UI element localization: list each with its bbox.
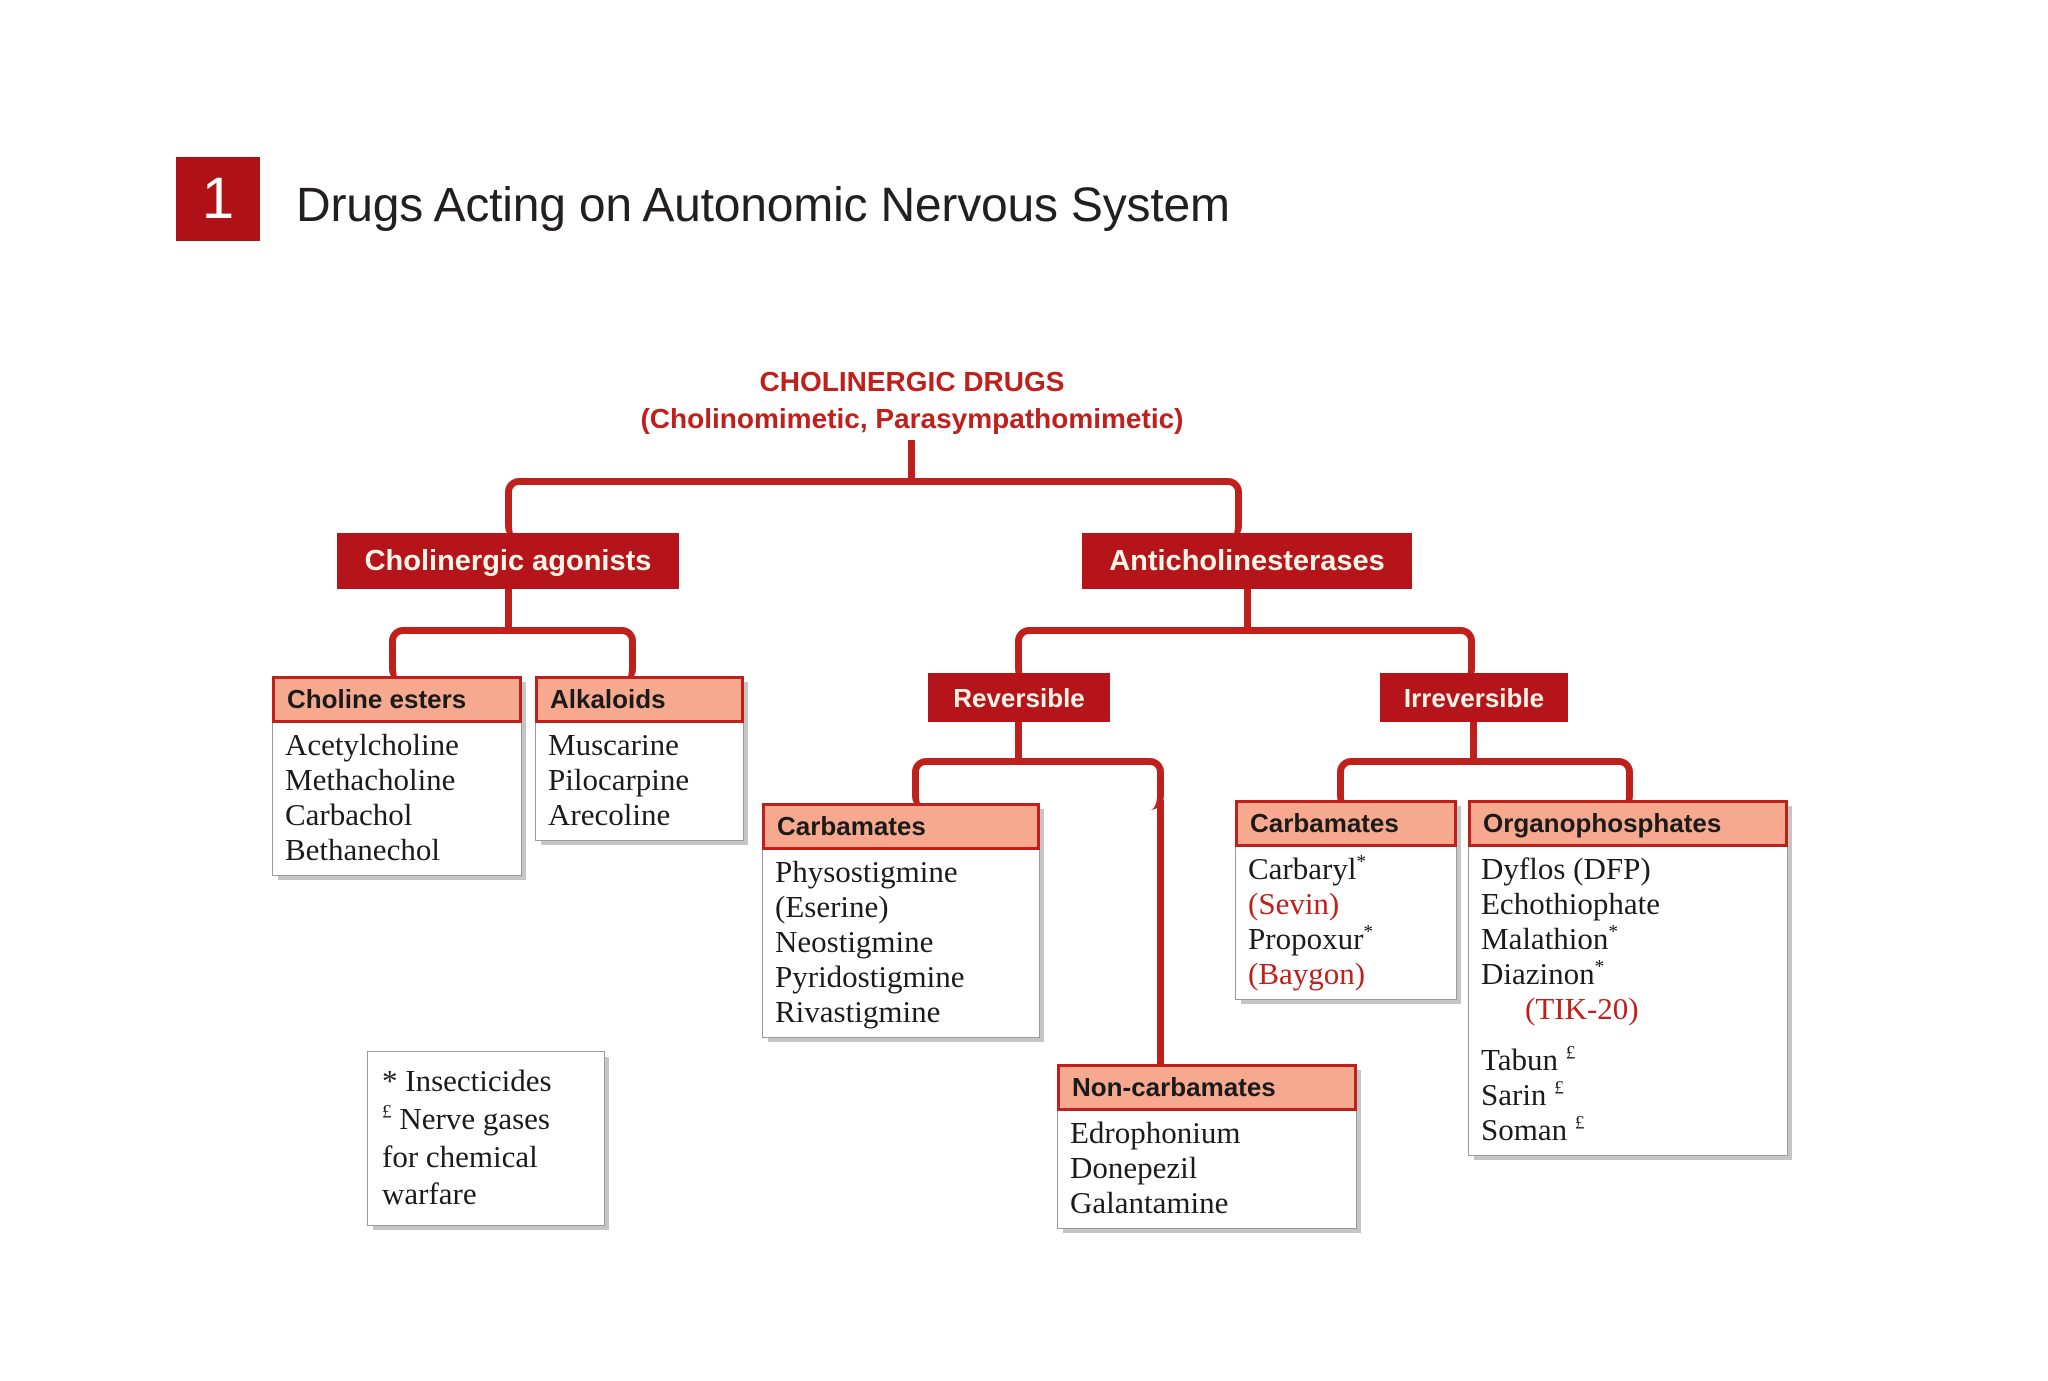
card-non-carbamates: Non-carbamates Edrophonium Donepezil Gal… xyxy=(1057,1064,1357,1230)
node-anticholinesterases[interactable]: Anticholinesterases xyxy=(1082,533,1412,589)
node-irreversible[interactable]: Irreversible xyxy=(1380,673,1568,722)
list-item: Tabun £ xyxy=(1481,1042,1777,1077)
list-item: Soman £ xyxy=(1481,1112,1777,1147)
chapter-number-badge: 1 xyxy=(176,157,260,241)
legend-line-insecticides: * Insecticides xyxy=(382,1062,590,1100)
card-alkaloids: Alkaloids Muscarine Pilocarpine Arecolin… xyxy=(535,676,744,842)
drug-name: Sarin xyxy=(1481,1077,1547,1113)
connector-root-stem xyxy=(908,440,915,482)
connector-anticholinesterases-split xyxy=(1015,627,1475,683)
insecticide-marker: * xyxy=(382,1063,398,1098)
list-item: Arecoline xyxy=(548,797,671,833)
nerve-gas-marker: £ xyxy=(1554,1077,1564,1099)
list-item: Diazinon* xyxy=(1481,956,1777,991)
card-alkaloids-body: Muscarine Pilocarpine Arecoline xyxy=(536,723,743,840)
connector-irreversible-split xyxy=(1337,758,1633,810)
list-item: Methacholine xyxy=(285,762,456,798)
legend-line-nerve-gases: £ Nerve gases xyxy=(382,1100,590,1138)
list-item: (Baygon) xyxy=(1248,956,1366,992)
node-cholinergic-agonists[interactable]: Cholinergic agonists xyxy=(337,533,679,589)
list-item: Physostigmine xyxy=(775,854,958,889)
list-item: Pyridostigmine xyxy=(775,959,965,995)
insecticide-marker: * xyxy=(1363,921,1373,943)
insecticide-marker: * xyxy=(1356,851,1367,873)
page-title: Drugs Acting on Autonomic Nervous System xyxy=(296,179,1230,232)
drug-name: Soman xyxy=(1481,1112,1568,1148)
drug-name: Propoxur xyxy=(1248,921,1364,957)
card-reversible-carbamates: Carbamates Physostigmine (Eserine) Neost… xyxy=(762,803,1040,1039)
card-irreversible-carbamates-body: Carbaryl* (Sevin) Propoxur* (Baygon) xyxy=(1236,847,1456,999)
card-alkaloids-header: Alkaloids xyxy=(535,676,744,723)
card-irreversible-carbamates: Carbamates Carbaryl* (Sevin) Propoxur* (… xyxy=(1235,800,1457,1001)
list-item: Dyflos (DFP) xyxy=(1481,851,1651,886)
card-choline-esters: Choline esters Acetylcholine Methacholin… xyxy=(272,676,522,877)
node-reversible[interactable]: Reversible xyxy=(928,673,1110,722)
list-item: (Eserine) xyxy=(775,889,889,925)
drug-name: Diazinon xyxy=(1481,956,1595,992)
legend-box: * Insecticides £ Nerve gases for chemica… xyxy=(367,1051,605,1227)
insecticide-marker: * xyxy=(1608,921,1619,943)
drug-name: Tabun xyxy=(1481,1042,1559,1078)
card-reversible-carbamates-body: Physostigmine (Eserine) Neostigmine Pyri… xyxy=(763,850,1039,1037)
drug-name: Malathion xyxy=(1481,921,1609,957)
list-item: Neostigmine xyxy=(775,924,934,960)
list-item: Rivastigmine xyxy=(775,994,941,1030)
root-title-line1: CHOLINERGIC DRUGS xyxy=(759,366,1065,397)
connector-agonists-split xyxy=(389,627,636,683)
list-item: Propoxur* xyxy=(1248,921,1446,956)
card-organophosphates: Organophosphates Dyflos (DFP) Echothioph… xyxy=(1468,800,1788,1157)
legend-line-3: for chemical xyxy=(382,1138,538,1174)
nerve-gas-marker: £ xyxy=(1574,1112,1585,1134)
list-item: Acetylcholine xyxy=(285,727,459,762)
connector-reversible-stem xyxy=(1015,722,1022,762)
card-organophosphates-header: Organophosphates xyxy=(1468,800,1788,847)
list-item: Malathion* xyxy=(1481,921,1777,956)
list-item: Carbaryl* xyxy=(1248,851,1446,886)
insecticide-marker: * xyxy=(1594,956,1605,978)
list-item: Galantamine xyxy=(1070,1185,1229,1221)
card-choline-esters-header: Choline esters xyxy=(272,676,522,723)
diagram-root-title: CHOLINERGIC DRUGS (Cholinomimetic, Paras… xyxy=(500,363,1324,437)
connector-reversible-split xyxy=(912,758,1164,810)
list-item: Pilocarpine xyxy=(548,762,690,798)
connector-irreversible-stem xyxy=(1470,722,1477,762)
nerve-gas-marker: £ xyxy=(1565,1042,1576,1064)
nerve-gas-marker: £ xyxy=(382,1101,392,1123)
legend-text: Insecticides xyxy=(397,1063,552,1098)
card-non-carbamates-body: Edrophonium Donepezil Galantamine xyxy=(1058,1111,1356,1228)
card-choline-esters-body: Acetylcholine Methacholine Carbachol Bet… xyxy=(273,723,521,875)
card-organophosphates-body: Dyflos (DFP) Echothiophate Malathion* Di… xyxy=(1469,847,1787,1155)
drug-name: Carbaryl xyxy=(1248,851,1357,886)
card-reversible-carbamates-header: Carbamates xyxy=(762,803,1040,850)
connector-anticholinesterases-stem xyxy=(1244,589,1251,631)
connector-noncarbamates-leg xyxy=(1157,800,1164,1070)
card-irreversible-carbamates-header: Carbamates xyxy=(1235,800,1457,847)
list-item: (Sevin) xyxy=(1248,886,1340,922)
connector-root-split xyxy=(505,478,1242,540)
list-item: Echothiophate xyxy=(1481,886,1661,922)
list-item: Sarin £ xyxy=(1481,1077,1777,1112)
list-item: Muscarine xyxy=(548,727,679,762)
list-item: (TIK-20) xyxy=(1525,991,1639,1027)
list-item: Bethanechol xyxy=(285,832,440,868)
list-item: Edrophonium xyxy=(1070,1115,1241,1150)
legend-text: Nerve gases xyxy=(391,1100,550,1136)
list-item: Donepezil xyxy=(1070,1150,1198,1186)
root-title-line2: (Cholinomimetic, Parasympathomimetic) xyxy=(640,403,1184,435)
connector-agonists-stem xyxy=(505,589,512,631)
legend-line-4: warfare xyxy=(382,1176,477,1212)
card-non-carbamates-header: Non-carbamates xyxy=(1057,1064,1357,1111)
list-item: Carbachol xyxy=(285,797,413,833)
